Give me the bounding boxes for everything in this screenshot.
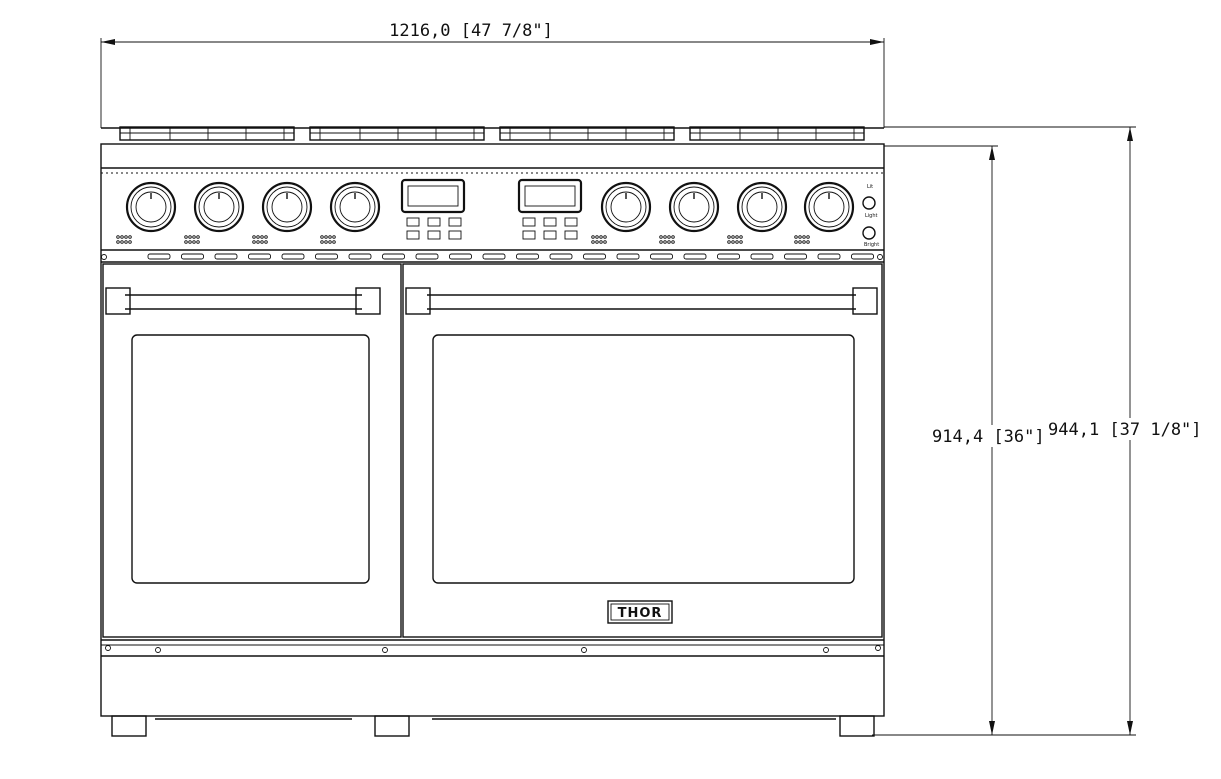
right-oven-display-panel [517,178,583,240]
right-control-button[interactable] [543,230,557,240]
light-switch[interactable] [862,226,876,240]
burner-knob[interactable] [727,181,788,244]
handle-bracket [852,287,878,315]
vent-slot [348,253,372,260]
range-body [100,143,885,717]
left-oven-window [131,334,370,584]
vent-slot [482,253,506,260]
left-control-button[interactable] [406,230,420,240]
left-control-button[interactable] [427,230,441,240]
left-control-button[interactable] [448,230,462,240]
light-switch[interactable] [862,196,876,210]
vent-slot [616,253,640,260]
burner-knob[interactable] [252,181,313,244]
handle-bracket [405,287,431,315]
side-label: Lit [867,184,873,190]
left-control-button[interactable] [406,217,420,227]
burner-knob[interactable] [591,181,652,244]
left-display-screen [400,178,466,214]
burner-knob[interactable] [659,181,720,244]
vent-slot [717,253,740,260]
right-control-button[interactable] [543,217,557,227]
arrow-left-icon [101,39,115,45]
handle-bracket [105,287,131,315]
left-control-button[interactable] [427,217,441,227]
brand-logo: THOR [607,600,673,624]
vent-slot [650,253,673,260]
arrow-up-icon [1127,127,1133,141]
burner-knob[interactable] [184,181,245,244]
vent-slot [281,253,305,260]
arrow-up-icon [989,146,995,160]
vent-slots [147,253,874,260]
vent-slot [214,253,238,260]
right-display-screen [517,178,583,214]
cooking-height-label: 914,4 [36"] [932,427,1045,447]
vent-slot [750,253,774,260]
right-oven-door [402,263,883,638]
vent-slot [516,253,539,260]
vent-slot [683,253,707,260]
vent-slot [583,253,606,260]
vent-slot [248,253,271,260]
control-knobs [116,181,855,244]
total-height-label: 944,1 [37 1/8"] [1048,420,1202,440]
vent-slot [382,253,405,260]
right-control-button[interactable] [522,230,536,240]
svg-text:THOR: THOR [618,606,663,621]
left-oven-door [102,263,402,638]
vent-slot [784,253,807,260]
vent-slot [147,253,171,260]
vent-slot [315,253,338,260]
handle-bracket [355,287,381,315]
vent-slot [415,253,439,260]
width-dimension: 1216,0 [47 7/8"] [100,21,885,128]
side-switches: Lit Light Bright [862,184,879,248]
burner-knob[interactable] [116,181,177,244]
vent-slot [851,253,874,260]
vent-slot [549,253,573,260]
burner-knob[interactable] [794,181,855,244]
right-control-button[interactable] [564,217,578,227]
burner-knob[interactable] [320,181,381,244]
side-label: Light [865,213,878,219]
cooktop-grates [101,126,884,141]
left-control-button[interactable] [448,217,462,227]
arrow-down-icon [989,721,995,735]
arrow-right-icon [870,39,884,45]
side-label: Bright [864,242,879,248]
leveling-feet [111,715,875,737]
vent-slot [817,253,841,260]
arrow-down-icon [1127,721,1133,735]
left-oven-display-panel [400,178,466,240]
right-control-button[interactable] [564,230,578,240]
right-control-button[interactable] [522,217,536,227]
kick-plate [101,254,883,653]
height-dimensions: 914,4 [36"] 944,1 [37 1/8"] [872,126,1210,736]
right-oven-window [432,334,855,584]
width-dimension-label: 1216,0 [47 7/8"] [389,21,553,41]
vent-slot [449,253,472,260]
vent-slot [181,253,204,260]
